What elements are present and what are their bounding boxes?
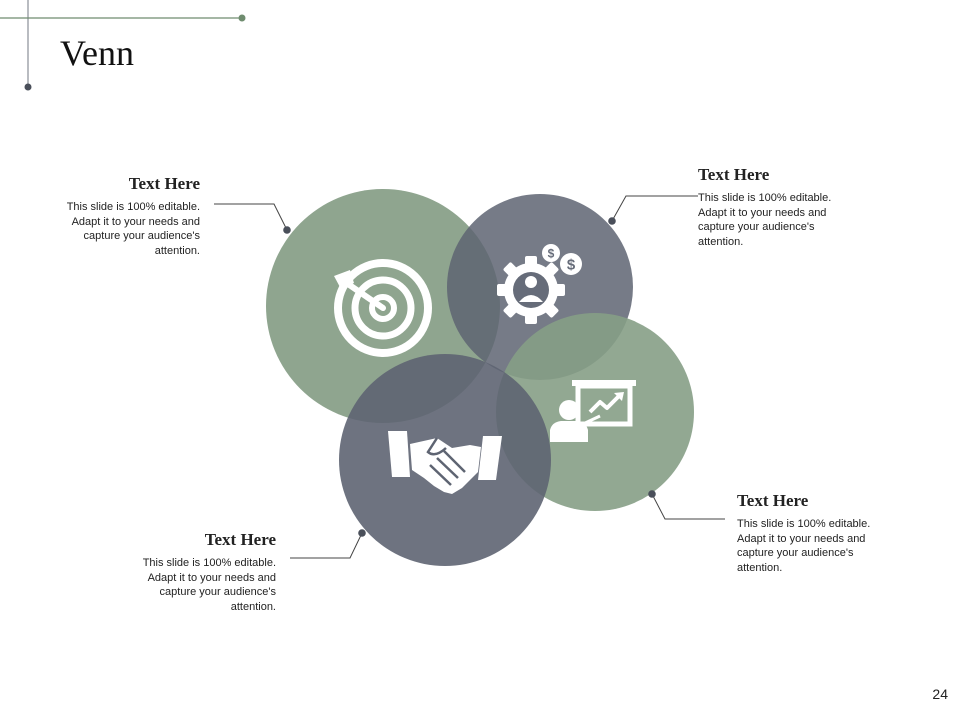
handshake-icon xyxy=(388,431,502,494)
target-icon xyxy=(334,259,432,357)
callout-body: This slide is 100% editable. Adapt it to… xyxy=(737,518,871,574)
svg-text:$: $ xyxy=(548,247,555,261)
callout-top-right: Text Here This slide is 100% editable. A… xyxy=(698,165,858,249)
callout-bottom-right: Text Here This slide is 100% editable. A… xyxy=(737,491,897,575)
callout-body: This slide is 100% editable. Adapt it to… xyxy=(698,192,832,248)
gear-person-icon: $ $ xyxy=(497,244,582,324)
page-number: 24 xyxy=(932,686,948,702)
callout-body: This slide is 100% editable. Adapt it to… xyxy=(142,557,276,613)
presentation-icon xyxy=(550,380,636,442)
slide-title: Venn xyxy=(60,33,134,73)
callout-body: This slide is 100% editable. Adapt it to… xyxy=(66,201,200,257)
svg-text:$: $ xyxy=(567,257,576,274)
callout-heading: Text Here xyxy=(737,491,809,510)
callout-heading: Text Here xyxy=(204,530,276,549)
callout-top-left: Text Here This slide is 100% editable. A… xyxy=(0,174,200,258)
callout-bottom-left: Text Here This slide is 100% editable. A… xyxy=(46,530,276,614)
callout-dots xyxy=(283,217,656,537)
callout-heading: Text Here xyxy=(698,165,770,184)
callout-heading: Text Here xyxy=(128,174,200,193)
callout-connectors xyxy=(214,195,725,559)
